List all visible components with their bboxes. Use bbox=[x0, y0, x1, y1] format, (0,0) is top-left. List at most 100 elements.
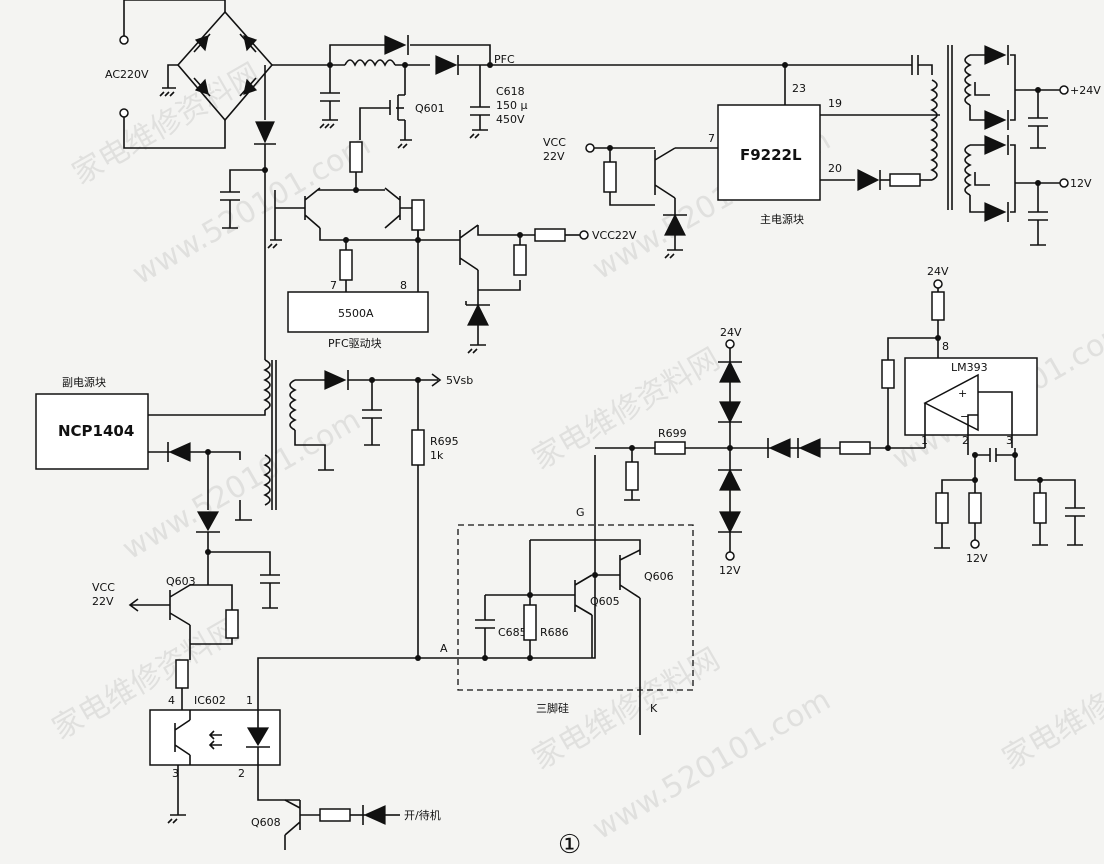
ac-input-label: AC220V bbox=[105, 68, 149, 81]
q603-resistor bbox=[225, 609, 239, 639]
pfc-resistor bbox=[339, 249, 353, 281]
q603-transistor: VCC 22V Q603 bbox=[92, 575, 239, 710]
vcc22v-label: VCC22V bbox=[592, 229, 637, 242]
ic602-pin1: 1 bbox=[246, 694, 253, 707]
sub-caption: 副电源块 bbox=[62, 375, 106, 389]
ic602-pin4: 4 bbox=[168, 694, 175, 707]
lm393-12v: 12V bbox=[966, 552, 988, 565]
figure-number: ① bbox=[558, 830, 581, 860]
lm393-resistor bbox=[839, 441, 871, 455]
pin-20: 20 bbox=[828, 162, 842, 175]
r686-label: R686 bbox=[540, 626, 569, 639]
pin-7: 7 bbox=[330, 279, 337, 292]
watermark-url: www.520101.com bbox=[127, 127, 377, 292]
q603-vcc: VCC bbox=[92, 581, 115, 594]
lm393-label: LM393 bbox=[951, 361, 988, 374]
q601-label: Q601 bbox=[415, 102, 445, 115]
q608-label: Q608 bbox=[251, 816, 281, 829]
gate-resistor bbox=[349, 141, 363, 173]
ac-input-section: AC220V bbox=[105, 0, 274, 149]
ac-terminal bbox=[119, 108, 129, 118]
q603-22v: 22V bbox=[92, 595, 114, 608]
lm393-pin3: 3 bbox=[1006, 434, 1013, 447]
lm393-resistor bbox=[881, 359, 895, 389]
lm393-24v: 24V bbox=[927, 265, 949, 278]
main-chip-label: F9222L bbox=[740, 146, 802, 164]
ic602-label: IC602 bbox=[194, 694, 226, 707]
c685-label: C685 bbox=[498, 626, 527, 639]
lm393-resistor bbox=[968, 492, 982, 524]
lm393-comparator: 24V LM393 8 + − 1 2 3 12V bbox=[881, 265, 1085, 565]
out-24v-label: +24V bbox=[1070, 84, 1101, 97]
v22-left-label: 22V bbox=[543, 150, 565, 163]
bias-resistor bbox=[513, 244, 527, 276]
pfc-label: PFC bbox=[494, 53, 515, 66]
pfc-chip-label: 5500A bbox=[338, 307, 374, 320]
r699-label: R699 bbox=[658, 427, 687, 440]
q608-transistor: Q608 开/待机 bbox=[251, 799, 441, 850]
r686-resistor bbox=[523, 604, 537, 641]
standby-chip-label: NCP1404 bbox=[58, 422, 134, 440]
ic602-optocoupler: IC602 4 1 3 2 bbox=[149, 655, 421, 824]
pfc-caption: PFC驱动块 bbox=[328, 337, 382, 350]
pin-8: 8 bbox=[400, 279, 407, 292]
triac-equivalent: 三脚硅 Q605 Q606 C685 R686 G K bbox=[457, 455, 694, 735]
node-g-label: G bbox=[576, 506, 585, 519]
standby-supply-section: 副电源块 NCP1404 bbox=[35, 375, 280, 609]
r699-resistor bbox=[654, 441, 686, 455]
r695-label: R695 bbox=[430, 435, 459, 448]
watermark-cn: 家电维修资料网 bbox=[67, 57, 266, 192]
lm393-resistor bbox=[1033, 492, 1047, 524]
pfc-driver-chip bbox=[287, 291, 429, 333]
watermark-cn: 家电维修资料网 bbox=[997, 642, 1104, 777]
pin-23: 23 bbox=[792, 82, 806, 95]
c618-name: C618 bbox=[496, 85, 525, 98]
r695-resistor bbox=[411, 429, 425, 466]
lm393-pin1: 1 bbox=[921, 434, 928, 447]
main-supply-section: VCC 22V F9222L 主电源块 7 23 19 20 bbox=[543, 62, 940, 259]
r695-value: 1k bbox=[430, 449, 444, 462]
node-a-label: A bbox=[440, 642, 448, 655]
minus-sign: − bbox=[960, 410, 969, 423]
ac-terminal bbox=[119, 35, 129, 45]
q606-label: Q606 bbox=[644, 570, 674, 583]
c618-cap: 150 μ bbox=[496, 99, 528, 112]
main-caption: 主电源块 bbox=[760, 212, 804, 226]
q603-label: Q603 bbox=[166, 575, 196, 588]
divider-resistor bbox=[625, 461, 639, 491]
plus-sign: + bbox=[958, 387, 967, 400]
c618-capacitor: C618 150 μ 450V bbox=[469, 65, 528, 139]
q603-resistor bbox=[175, 659, 189, 689]
bridge-rectifier bbox=[193, 33, 258, 97]
bias-resistor bbox=[534, 228, 566, 242]
q608-resistor bbox=[319, 808, 351, 822]
onoff-label: 开/待机 bbox=[404, 808, 441, 822]
lm393-resistor bbox=[935, 492, 949, 524]
main-resistor bbox=[603, 161, 617, 193]
q605-label: Q605 bbox=[590, 595, 620, 608]
node-k-label: K bbox=[650, 702, 658, 715]
q601-mosfet: Q601 bbox=[378, 65, 445, 149]
ic602-pin2: 2 bbox=[238, 767, 245, 780]
zener-24v-label: 24V bbox=[720, 326, 742, 339]
pin-7b: 7 bbox=[708, 132, 715, 145]
pfc-driver-section: 5500A 7 8 PFC驱动块 bbox=[267, 187, 429, 350]
watermark-cn: 家电维修资料网 bbox=[527, 342, 726, 477]
main-resistor bbox=[889, 173, 921, 187]
lm393-pin8: 8 bbox=[942, 340, 949, 353]
zener-12v-label: 12V bbox=[719, 564, 741, 577]
watermark-url: www.520101.com bbox=[117, 402, 367, 567]
pin-19: 19 bbox=[828, 97, 842, 110]
c618-volt: 450V bbox=[496, 113, 525, 126]
5vsb-label: 5Vsb bbox=[446, 374, 473, 387]
lm393-resistor bbox=[931, 291, 945, 321]
out-12v-label: 12V bbox=[1070, 177, 1092, 190]
triac-caption: 三脚硅 bbox=[536, 701, 569, 715]
lm393-pin2: 2 bbox=[962, 434, 969, 447]
main-supply-chip bbox=[717, 104, 821, 201]
ic602-pin3: 3 bbox=[172, 767, 179, 780]
zener-stack: 24V 12V bbox=[718, 326, 742, 577]
vcc-left-label: VCC bbox=[543, 136, 566, 149]
pfc-resistor bbox=[411, 199, 425, 231]
